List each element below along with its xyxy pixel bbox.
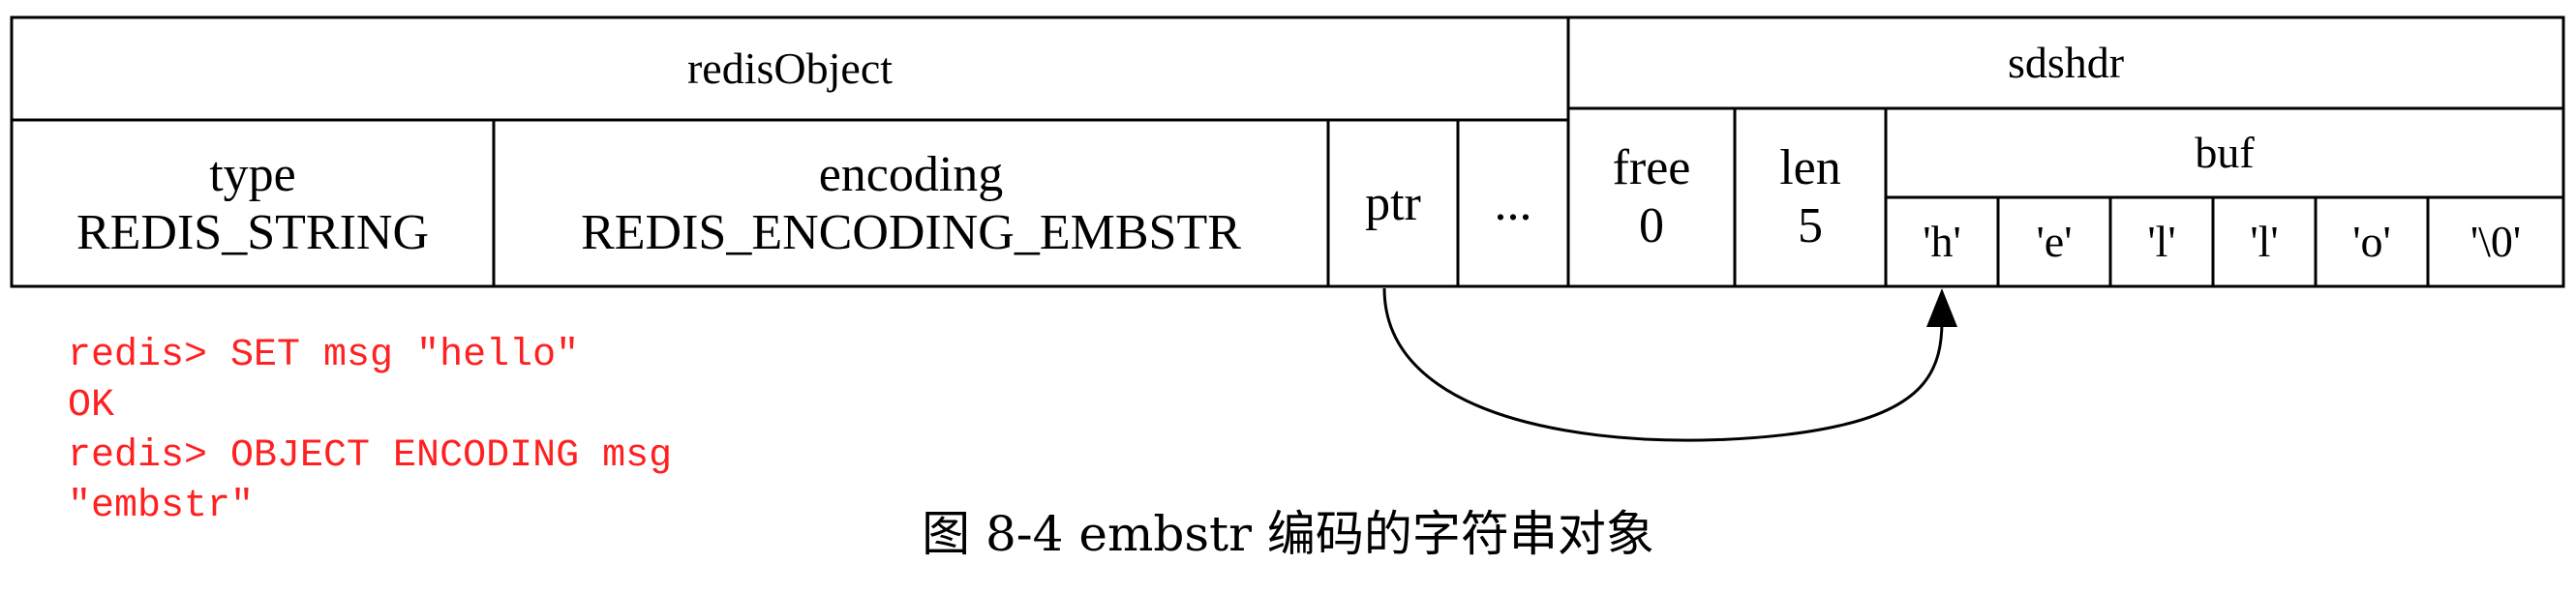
type-field: type REDIS_STRING xyxy=(12,122,494,286)
buf-char: 'l' xyxy=(2250,216,2279,266)
buf-char: '\0' xyxy=(2470,216,2522,266)
len-field-value: 5 xyxy=(1798,198,1823,253)
ptr-field-label: ptr xyxy=(1365,176,1421,232)
buf-cell-l2: 'l' xyxy=(2213,197,2316,286)
encoding-field-value: REDIS_ENCODING_EMBSTR xyxy=(581,205,1241,260)
free-field-name: free xyxy=(1612,140,1691,196)
buf-cell-e: 'e' xyxy=(1998,197,2110,286)
figure-caption: 图 8-4 embstr 编码的字符串对象 xyxy=(922,506,1654,562)
ellipsis-field-label: ... xyxy=(1494,176,1532,232)
redisobject-title-text: redisObject xyxy=(686,43,894,93)
buf-char: 'o' xyxy=(2352,216,2391,266)
buf-char: 'l' xyxy=(2147,216,2176,266)
free-field: free 0 xyxy=(1568,108,1735,286)
buf-title: buf xyxy=(1886,108,2563,197)
buf-cell-l1: 'l' xyxy=(2110,197,2213,286)
sdshdr-title-text: sdshdr xyxy=(2007,37,2125,87)
len-field-name: len xyxy=(1779,140,1841,196)
len-field: len 5 xyxy=(1735,108,1886,286)
ptr-field: ptr xyxy=(1328,122,1458,286)
type-field-value: REDIS_STRING xyxy=(76,205,430,260)
terminal-line: "embstr" xyxy=(68,485,255,528)
encoding-field: encoding REDIS_ENCODING_EMBSTR xyxy=(494,122,1328,286)
terminal-line: OK xyxy=(68,384,115,428)
type-field-name: type xyxy=(209,147,296,203)
encoding-field-name: encoding xyxy=(818,147,1004,203)
terminal-line: redis> OBJECT ENCODING msg xyxy=(68,434,673,478)
terminal-session: redis> SET msg "hello" OK redis> OBJECT … xyxy=(68,331,672,532)
buf-cell-null: '\0' xyxy=(2428,197,2563,286)
ptr-arrow-line xyxy=(1382,287,1944,442)
buf-char: 'e' xyxy=(2036,216,2073,266)
buf-char: 'h' xyxy=(1923,216,1961,266)
buf-cell-o: 'o' xyxy=(2316,197,2428,286)
table-border xyxy=(10,15,2565,288)
terminal-line: redis> SET msg "hello" xyxy=(68,334,580,377)
sdshdr-title: sdshdr xyxy=(1568,17,2563,108)
redisobject-title: redisObject xyxy=(12,17,1568,120)
ellipsis-field: ... xyxy=(1458,122,1568,286)
buf-cell-h: 'h' xyxy=(1886,197,1998,286)
ptr-arrowhead xyxy=(1926,288,1957,327)
buf-title-text: buf xyxy=(2195,127,2255,177)
free-field-value: 0 xyxy=(1639,198,1664,253)
